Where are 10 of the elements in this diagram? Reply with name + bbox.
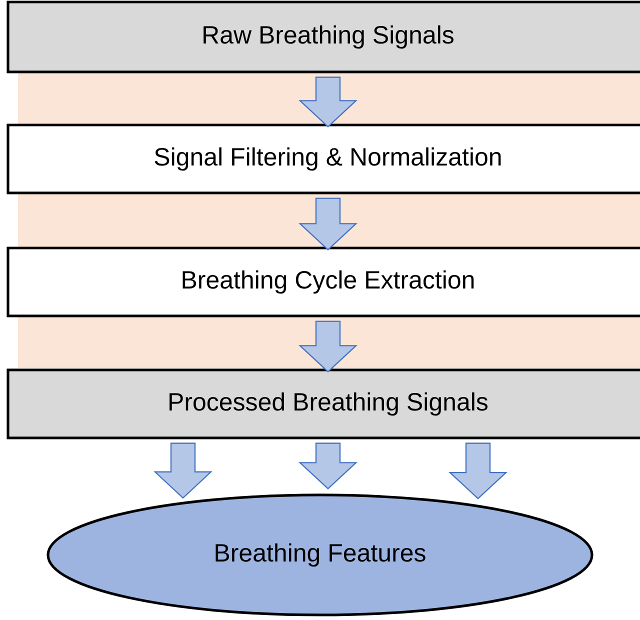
process-box: Signal Filtering & Normalization bbox=[6, 124, 640, 194]
block-arrow bbox=[298, 320, 358, 372]
block-arrow bbox=[298, 198, 358, 250]
block-arrow bbox=[448, 442, 508, 500]
block-arrow bbox=[153, 442, 213, 499]
process-box: Raw Breathing Signals bbox=[6, 0, 640, 74]
process-box: Processed Breathing Signals bbox=[6, 368, 640, 440]
block-arrow bbox=[298, 76, 358, 128]
process-box: Breathing Cycle Extraction bbox=[6, 246, 640, 318]
block-arrow bbox=[298, 442, 358, 490]
